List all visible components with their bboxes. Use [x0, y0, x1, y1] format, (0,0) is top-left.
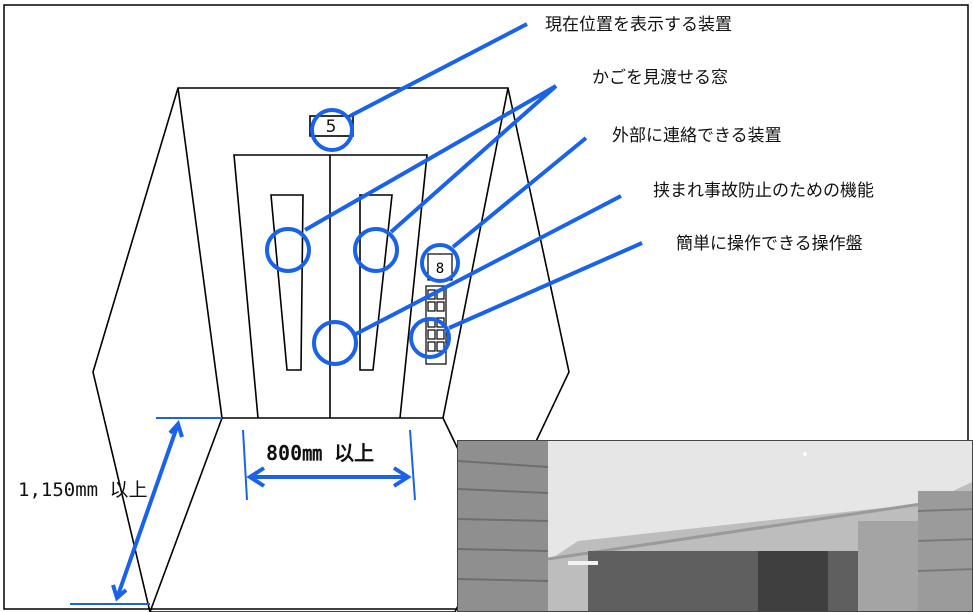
window-right-circle [353, 227, 399, 273]
elevator-car [92, 87, 570, 612]
callout-window: かごを見渡せる窓 [592, 68, 728, 88]
door-width-label: 800㎜ 以上 [266, 441, 374, 465]
panel-display-digit: 8 [436, 261, 444, 277]
callout-intercom: 外部に連絡できる装置 [612, 126, 782, 146]
depth-dimension [70, 417, 222, 605]
callouts [265, 22, 643, 366]
intercom-circle [420, 243, 460, 283]
panel-circle [409, 317, 451, 359]
safety-circle [312, 320, 358, 366]
callout-control-panel: 簡単に操作できる操作盤 [676, 234, 863, 254]
depth-label: 1,150mm 以上 [18, 479, 148, 501]
door-width-dimension [242, 429, 416, 501]
callout-safety: 挟まれ事故防止のための機能 [653, 181, 874, 201]
photo-illustration [458, 441, 972, 611]
callout-floor-indicator: 現在位置を表示する装置 [545, 15, 732, 35]
indicator-circle [310, 108, 354, 152]
window-left-circle [265, 227, 311, 273]
indicator-digit: 5 [326, 117, 337, 137]
elevator-hall-photo [457, 440, 973, 612]
